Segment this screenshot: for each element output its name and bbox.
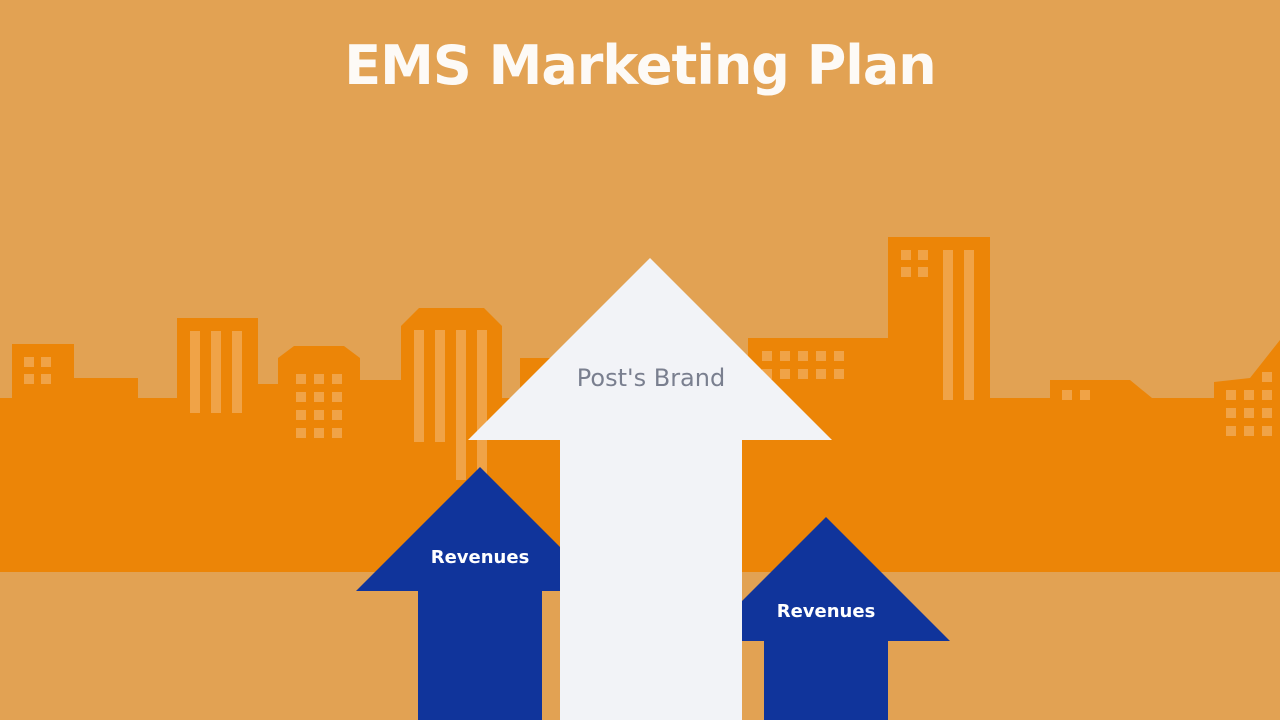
building [360, 380, 404, 408]
revenue-arrow-left [356, 467, 604, 720]
revenue-arrow-right-label: Revenues [776, 601, 876, 622]
building [888, 237, 990, 408]
building [258, 384, 283, 404]
brand-arrow-label: Post's Brand [576, 364, 726, 392]
slide-title: EMS Marketing Plan [344, 34, 936, 97]
revenue-arrow-right [702, 517, 950, 720]
revenue-arrow-left-label: Revenues [430, 547, 530, 568]
building [60, 378, 138, 408]
brand-arrow [468, 258, 832, 720]
building [401, 308, 502, 408]
building-windows [24, 250, 1272, 480]
building [1130, 380, 1152, 398]
